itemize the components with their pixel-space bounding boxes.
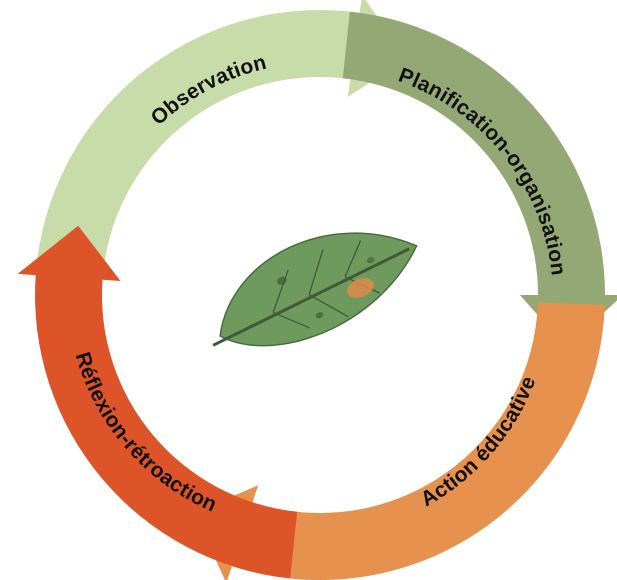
- leaf-icon: [212, 232, 418, 347]
- segment-planification: [342, 11, 617, 348]
- segment-observation: [35, 0, 406, 280]
- cycle-segments: [17, 0, 617, 580]
- segment-reflexion: [17, 225, 298, 579]
- segment-action: [194, 302, 605, 580]
